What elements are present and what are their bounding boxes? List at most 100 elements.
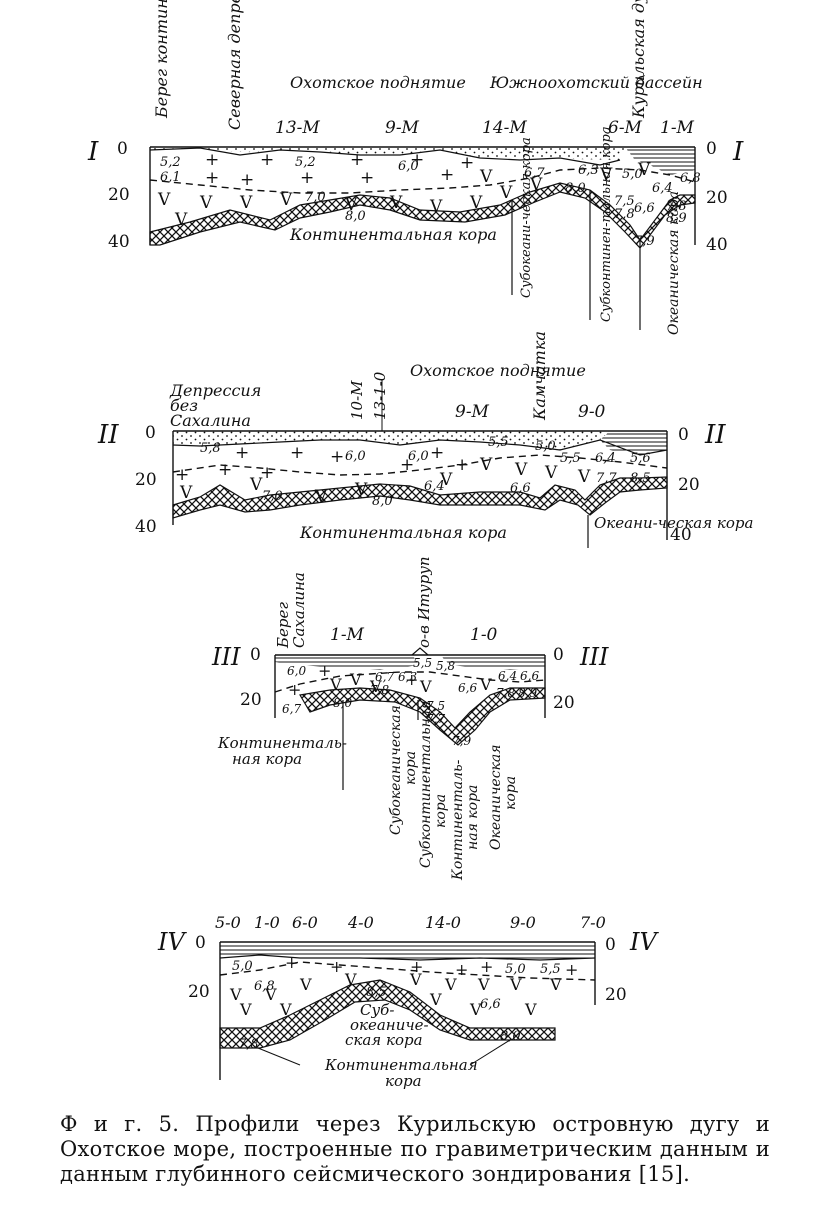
- profile-I-depth-0-right: 0: [706, 139, 717, 159]
- profile-III-station-2: 1-0: [470, 625, 498, 645]
- vel: 6,1: [160, 170, 181, 185]
- svg-text:V: V: [239, 193, 253, 213]
- vel: 6,8: [680, 171, 701, 186]
- profile-I-sediment-layer: [150, 147, 625, 165]
- profile-II-depth-40-right: 40: [670, 525, 692, 545]
- vel: 6,4: [652, 181, 673, 196]
- profile-II-sediment-layer: [173, 431, 610, 450]
- vel: 6,3: [578, 163, 599, 178]
- svg-text:+: +: [440, 165, 454, 185]
- vel: 5,5: [413, 656, 432, 670]
- vel: 5,6: [630, 451, 651, 466]
- svg-text:V: V: [429, 197, 443, 217]
- vel: 6,4: [498, 669, 517, 683]
- profile-III-water-layer-2: [440, 655, 545, 670]
- profile-III-velocity-labels: 6,0 5,5 5,8 6,7 6,3 7,8 6,6 6,4 6,6 6,7 …: [282, 656, 539, 748]
- profile-II-depth-0-right: 0: [678, 425, 689, 445]
- svg-text:+: +: [410, 150, 424, 170]
- profile-II-station-1: 10-М: [348, 380, 366, 420]
- profile-II-velocity-labels: 5,8 6,0 6,0 5,5 5,0 5,5 6,4 5,6 7,0 8,0 …: [200, 435, 651, 509]
- svg-text:V: V: [469, 1000, 482, 1019]
- profile-IV-depth-0-left: 0: [195, 933, 206, 953]
- svg-text:+: +: [300, 168, 314, 188]
- svg-text:V: V: [369, 677, 382, 696]
- svg-text:+: +: [410, 957, 423, 976]
- profile-II-continental-crust: Континентальная кора: [299, 523, 507, 542]
- svg-text:V: V: [354, 480, 368, 500]
- profile-IV-water-layer: [220, 942, 595, 960]
- svg-text:+: +: [400, 455, 414, 475]
- svg-text:V: V: [499, 183, 513, 203]
- profile-IV-subocean-crust: Суб-океаниче-ская кора: [345, 1001, 429, 1049]
- profile-II-depth-20-left: 20: [135, 470, 157, 490]
- profile-II-depth-0-left: 0: [145, 423, 156, 443]
- profile-III-roman-left: III: [211, 643, 241, 671]
- profile-III-ocean-crust: Океаническаякора: [488, 744, 519, 850]
- profile-I-region-5: Курильская дуга: [629, 0, 648, 119]
- vel: 5,5: [488, 435, 509, 450]
- svg-text:+: +: [235, 443, 249, 463]
- vel: 7,9: [452, 734, 471, 748]
- vel: 5,0: [622, 167, 643, 182]
- profile-II-water-layer: [600, 431, 667, 455]
- profile-I-depth-20-right: 20: [706, 188, 728, 208]
- svg-text:V: V: [199, 193, 213, 213]
- profile-III-roman-right: III: [579, 643, 609, 671]
- vel: 6,8: [254, 979, 275, 994]
- station: 7-0: [580, 913, 606, 932]
- vel: 6,7: [282, 702, 301, 716]
- svg-text:V: V: [444, 975, 457, 994]
- vel: 8,5: [630, 471, 651, 486]
- profile-II-roman-right: II: [704, 420, 726, 450]
- vel: 8,9: [666, 211, 687, 226]
- svg-text:V: V: [329, 675, 342, 694]
- svg-text:V: V: [409, 970, 422, 989]
- svg-text:+: +: [218, 460, 232, 480]
- vel: 8,0: [333, 696, 352, 710]
- svg-text:+: +: [360, 168, 374, 188]
- profile-III-cont-crust: Континенталь-ная кора: [450, 759, 481, 881]
- vel: 6,0: [408, 449, 429, 464]
- svg-text:+: +: [260, 150, 274, 170]
- svg-text:V: V: [514, 460, 528, 480]
- profile-I-moho-band: [149, 182, 696, 249]
- svg-text:V: V: [509, 975, 522, 994]
- caption-label: Ф и г. 5.: [60, 1112, 180, 1136]
- profile-I-depth-20-left: 20: [108, 185, 130, 205]
- station: 14-0: [425, 913, 461, 932]
- profile-II-conrad-boundary: [172, 454, 668, 476]
- profile-II-depth-20-right: 20: [678, 475, 700, 495]
- caption-text: Профили через Курильскую островную дугу …: [60, 1112, 770, 1186]
- profile-III-depth-20-left: 20: [240, 690, 262, 710]
- vel: 7,9: [634, 234, 655, 249]
- vel: 6,7: [375, 670, 394, 684]
- svg-text:V: V: [524, 1000, 537, 1019]
- vel: 6,7: [524, 166, 545, 181]
- vel: 6,4: [595, 451, 616, 466]
- svg-text:V: V: [599, 165, 613, 185]
- profile-I-depth-40-left: 40: [108, 232, 130, 252]
- profile-I-subocean-crust: Субокеани-ческая кора: [519, 137, 534, 298]
- svg-text:V: V: [344, 195, 358, 215]
- svg-text:V: V: [549, 975, 562, 994]
- svg-text:V: V: [479, 455, 493, 475]
- profile-II-region-2: Охотское поднятие: [410, 361, 586, 380]
- svg-text:+: +: [565, 960, 578, 979]
- vel: 8,0: [372, 494, 393, 509]
- profile-II-station-3: 9-М: [455, 402, 490, 422]
- svg-text:+: +: [288, 680, 301, 699]
- svg-text:+: +: [260, 463, 274, 483]
- svg-text:V: V: [279, 1000, 292, 1019]
- svg-text:V: V: [469, 193, 483, 213]
- profile-I-water-layer: [625, 147, 695, 175]
- profile-III-region-2: о-в Итуруп: [415, 556, 433, 648]
- svg-text:+: +: [460, 153, 474, 173]
- profile-I-region-3: Охотское поднятие: [290, 73, 466, 92]
